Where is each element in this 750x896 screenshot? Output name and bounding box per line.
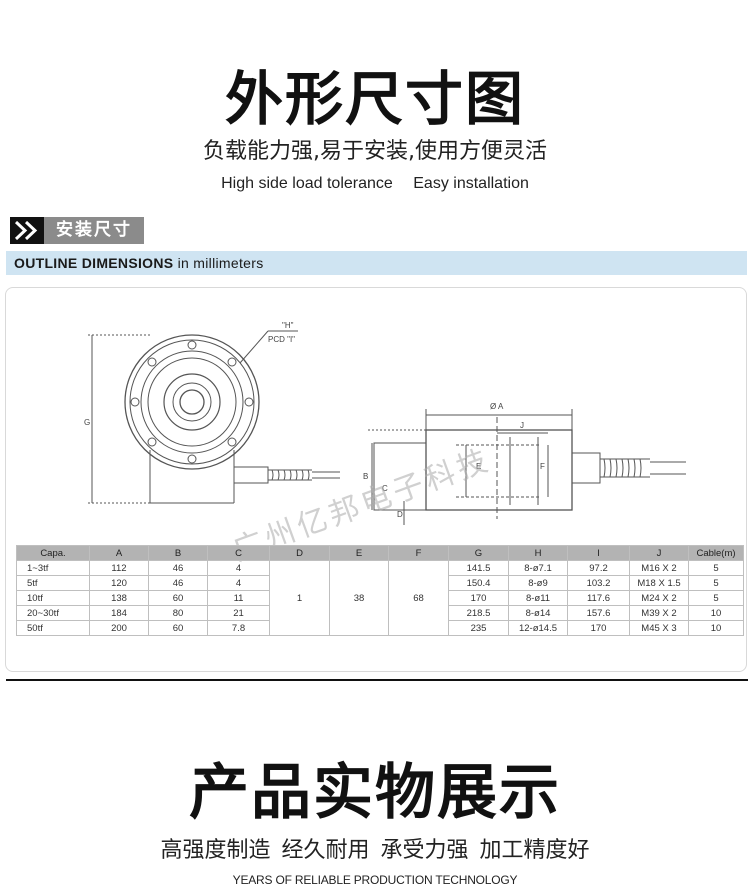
dimension-table: Capa. A B C D E F G H I J Cable(m) 1~3tf… xyxy=(16,545,744,636)
cell-c: 11 xyxy=(207,590,270,606)
label-e: E xyxy=(476,462,481,471)
cell-h: 8-ø9 xyxy=(508,575,568,591)
cell-c: 21 xyxy=(207,605,270,621)
section-divider xyxy=(6,679,748,681)
double-chevron-icon xyxy=(10,217,44,244)
col-g: G xyxy=(448,545,509,561)
outline-dimensions-heading: OUTLINE DIMENSIONS in millimeters xyxy=(14,255,264,271)
table-row: 1~3tf 112 46 4 1 38 68 141.5 8-ø7.1 97.2… xyxy=(16,560,744,636)
cell-i: 157.6 xyxy=(567,605,630,621)
col-j: J xyxy=(629,545,689,561)
cell-a: 184 xyxy=(89,605,149,621)
col-capa: Capa. xyxy=(16,545,90,561)
cell-cable: 5 xyxy=(688,560,744,576)
cell-c: 4 xyxy=(207,560,270,576)
cell-g: 141.5 xyxy=(448,560,509,576)
label-h: "H" xyxy=(282,321,294,330)
bar-unit-text: in millimeters xyxy=(177,255,264,271)
feature-high-strength: 高强度制造 xyxy=(160,838,271,863)
table-row: 50tf 200 60 7.8 235 12-ø14.5 170 M45 X 3… xyxy=(16,620,744,636)
label-c: C xyxy=(382,484,388,493)
cell-j: M18 X 1.5 xyxy=(629,575,689,591)
outline-dimensions-bar: OUTLINE DIMENSIONS in millimeters xyxy=(6,251,747,275)
cell-a: 200 xyxy=(89,620,149,636)
cell-i: 97.2 xyxy=(567,560,630,576)
cell-i: 103.2 xyxy=(567,575,630,591)
label-phi-a: Ø A xyxy=(490,402,504,411)
outline-subtitle: 负载能力强,易于安装,使用方便灵活 xyxy=(203,139,547,164)
cell-c: 4 xyxy=(207,575,270,591)
outline-drawing-title: 外形尺寸图 xyxy=(224,65,525,133)
feature-load-bearing: 承受力强 xyxy=(380,838,469,863)
cell-cable: 5 xyxy=(688,590,744,606)
cell-cable: 10 xyxy=(688,620,744,636)
cell-d-shared: 1 xyxy=(269,560,330,636)
label-f: F xyxy=(540,462,545,471)
cell-c: 7.8 xyxy=(207,620,270,636)
cell-g: 218.5 xyxy=(448,605,509,621)
cell-j: M16 X 2 xyxy=(629,560,689,576)
cell-j: M39 X 2 xyxy=(629,605,689,621)
cell-j: M45 X 3 xyxy=(629,620,689,636)
label-pcd: PCD "I" xyxy=(268,335,295,344)
cell-b: 60 xyxy=(148,590,208,606)
product-subtitle: 高强度制造 经久耐用 承受力强 加工精度好 xyxy=(0,832,750,864)
col-b: B xyxy=(148,545,208,561)
cell-h: 8-ø7.1 xyxy=(508,560,568,576)
label-g: G xyxy=(84,418,90,427)
installation-size-label: 安装尺寸 xyxy=(44,217,144,244)
cell-capa: 10tf xyxy=(16,590,90,606)
feature-durable: 经久耐用 xyxy=(281,838,370,863)
label-d: D xyxy=(397,510,403,519)
outline-subtitle-en: High side load tolerance Easy installati… xyxy=(0,175,750,193)
table-row: 20~30tf 184 80 21 218.5 8-ø14 157.6 M39 … xyxy=(16,605,744,621)
product-subtitle-en: YEARS OF RELIABLE PRODUCTION TECHNOLOGY xyxy=(232,873,518,887)
cell-g: 170 xyxy=(448,590,509,606)
bar-bold-text: OUTLINE DIMENSIONS xyxy=(14,255,174,271)
cell-j: M24 X 2 xyxy=(629,590,689,606)
cell-a: 138 xyxy=(89,590,149,606)
feature-precision: 加工精度好 xyxy=(479,838,590,863)
col-cable: Cable(m) xyxy=(688,545,744,561)
col-a: A xyxy=(89,545,149,561)
cell-cable: 5 xyxy=(688,575,744,591)
cell-b: 46 xyxy=(148,560,208,576)
technical-drawing: "H" PCD "I" G Ø A J E B F D C xyxy=(84,321,686,525)
cell-a: 120 xyxy=(89,575,149,591)
col-e: E xyxy=(329,545,389,561)
col-f: F xyxy=(388,545,449,561)
cell-e-shared: 38 xyxy=(329,560,389,636)
cell-cable: 10 xyxy=(688,605,744,621)
cell-b: 46 xyxy=(148,575,208,591)
cell-b: 60 xyxy=(148,620,208,636)
section-header-tag: 安装尺寸 xyxy=(10,217,144,244)
cell-h: 8-ø14 xyxy=(508,605,568,621)
cell-g: 235 xyxy=(448,620,509,636)
cell-h: 8-ø11 xyxy=(508,590,568,606)
cell-capa: 50tf xyxy=(16,620,90,636)
label-b: B xyxy=(363,472,368,481)
cell-capa: 1~3tf xyxy=(16,560,90,576)
product-display-title: 产品实物展示 xyxy=(189,758,561,828)
cell-a: 112 xyxy=(89,560,149,576)
cell-h: 12-ø14.5 xyxy=(508,620,568,636)
col-i: I xyxy=(567,545,630,561)
cell-i: 170 xyxy=(567,620,630,636)
cell-i: 117.6 xyxy=(567,590,630,606)
col-h: H xyxy=(508,545,568,561)
table-header-row: Capa. A B C D E F G H I J Cable(m) xyxy=(16,545,744,561)
feature-easy-install: Easy installation xyxy=(413,175,529,192)
col-c: C xyxy=(207,545,270,561)
label-j: J xyxy=(520,421,524,430)
cell-g: 150.4 xyxy=(448,575,509,591)
table-row: 5tf 120 46 4 150.4 8-ø9 103.2 M18 X 1.5 … xyxy=(16,575,744,591)
cell-capa: 5tf xyxy=(16,575,90,591)
cell-capa: 20~30tf xyxy=(16,605,90,621)
feature-side-load: High side load tolerance xyxy=(221,175,393,192)
cell-f-shared: 68 xyxy=(388,560,449,636)
col-d: D xyxy=(269,545,330,561)
cell-b: 80 xyxy=(148,605,208,621)
